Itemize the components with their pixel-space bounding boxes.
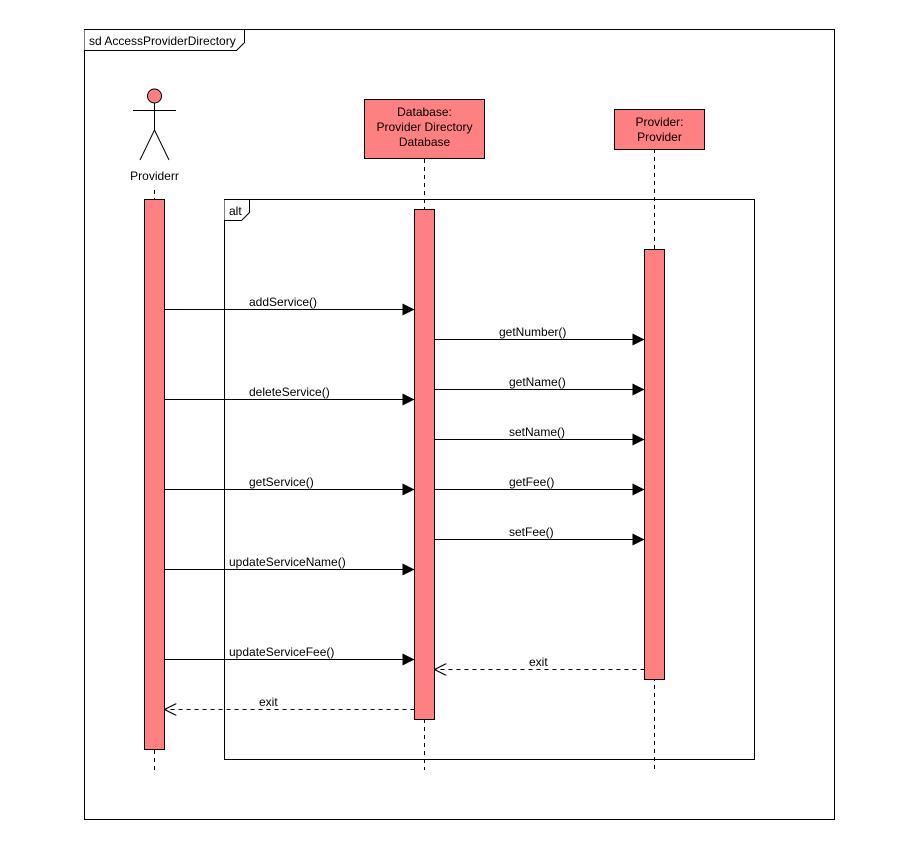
sd-frame-tab <box>84 29 245 51</box>
actor-activation <box>144 199 165 750</box>
message-label-delete-service: deleteService() <box>249 385 330 399</box>
database-activation <box>414 209 435 720</box>
alt-fragment <box>224 199 755 760</box>
actor-name: Providerr <box>130 169 179 183</box>
database-participant <box>364 99 485 159</box>
provider-participant-line1: Provider: <box>635 115 683 129</box>
message-label-update-service-name: updateServiceName() <box>229 555 346 569</box>
return-label-provider-exit: exit <box>529 655 548 669</box>
message-label-update-service-fee: updateServiceFee() <box>229 645 334 659</box>
sd-frame <box>84 29 835 820</box>
database-participant-line1: Database: <box>397 105 452 119</box>
actor-head <box>147 88 162 104</box>
provider-participant-line2: Provider <box>637 130 682 144</box>
provider-participant <box>614 109 705 150</box>
message-label-get-service: getService() <box>249 475 314 489</box>
message-label-get-name: getName() <box>509 375 566 389</box>
return-label-database-exit: exit <box>259 695 278 709</box>
message-label-set-name: setName() <box>509 425 565 439</box>
message-label-add-service: addService() <box>249 295 317 309</box>
database-participant-line2: Provider Directory <box>376 120 472 134</box>
actor-figure <box>133 88 176 161</box>
message-label-get-fee: getFee() <box>509 475 554 489</box>
message-label-set-fee: setFee() <box>509 525 554 539</box>
message-label-get-number: getNumber() <box>499 325 566 339</box>
frame-title: sd AccessProviderDirectory <box>89 34 236 48</box>
alt-fragment-tab <box>224 199 250 221</box>
provider-activation <box>644 249 665 680</box>
alt-label: alt <box>229 204 242 218</box>
database-participant-line3: Database <box>399 135 451 149</box>
